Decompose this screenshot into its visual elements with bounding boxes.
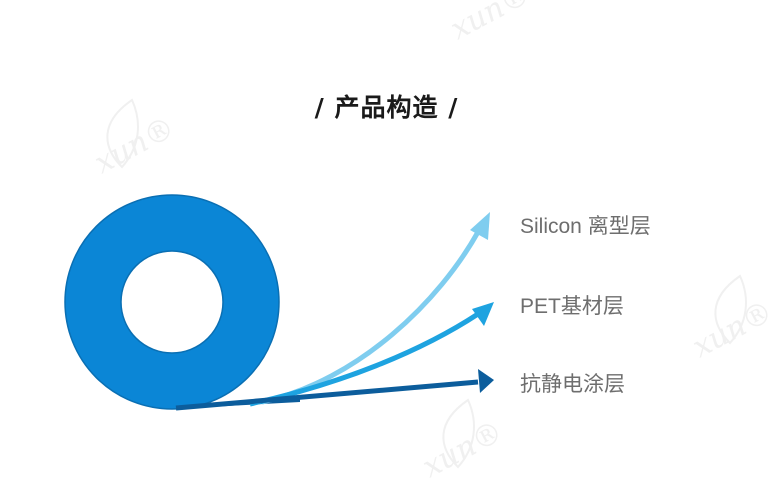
arrow-head-silicon — [470, 212, 490, 240]
layer-label-silicon: Silicon 离型层 — [520, 215, 651, 238]
arrow-pet — [249, 311, 480, 407]
arrow-head-pet — [472, 302, 494, 326]
tape-roll — [65, 195, 279, 409]
layer-label-pet: PET基材层 — [520, 295, 624, 318]
arrow-head-antistatic — [478, 369, 494, 393]
arrow-antistatic — [175, 379, 479, 411]
page-title: / 产品构造 / — [314, 93, 459, 122]
tape-roll-core — [120, 250, 224, 354]
arrow-silicon — [261, 230, 481, 405]
layer-label-antistatic: 抗静电涂层 — [520, 373, 625, 396]
